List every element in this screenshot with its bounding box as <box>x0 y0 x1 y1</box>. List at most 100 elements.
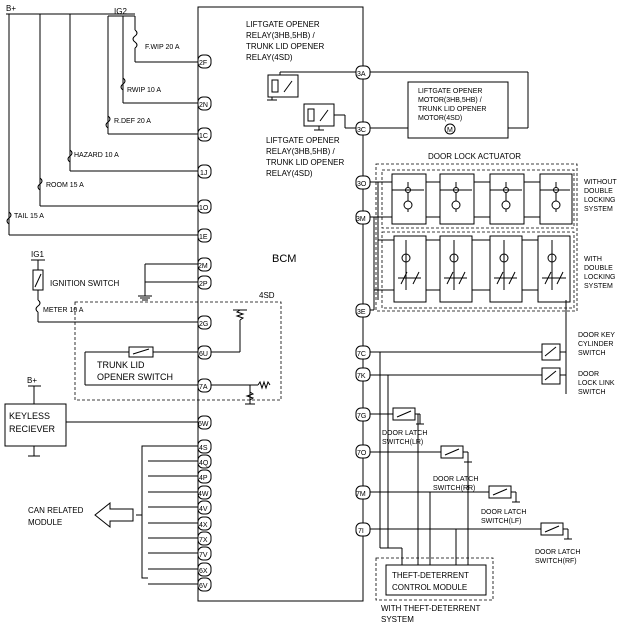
relay-section: LIFTGATE OPENER RELAY(3HB,5HB) / TRUNK L… <box>246 20 529 178</box>
bcm-box <box>197 6 364 602</box>
keyless-label-2: RECIEVER <box>9 424 56 434</box>
power-wiring: B+ IG2 F.WIP 20 A RWIP 10 A R.DEF 20 A H… <box>4 4 282 585</box>
door-key-label-3: SWITCH <box>578 350 606 357</box>
door-lock-link-label-2: LOCK LINK <box>578 380 615 387</box>
fuse-tail-label: TAIL 15 A <box>14 213 44 220</box>
terminal-4p-label: 4P <box>199 475 208 482</box>
fuse-meter <box>35 299 41 313</box>
door-lock-actuator-label: DOOR LOCK ACTUATOR <box>428 152 521 161</box>
theft-deterrent-section: THEFT-DETERRENT CONTROL MODULE WITH THEF… <box>375 557 494 624</box>
with-double-4: SYSTEM <box>584 283 613 290</box>
can-label-1: CAN RELATED <box>28 506 84 515</box>
without-double-frame <box>381 169 575 229</box>
actuator-outer-frame <box>375 163 578 312</box>
without-double-4: SYSTEM <box>584 206 613 213</box>
fuse-rwip <box>120 77 126 91</box>
bplus-label: B+ <box>6 4 16 13</box>
door-lock-link-label-1: DOOR <box>578 371 599 378</box>
terminal-1o-label: 1O <box>199 205 209 212</box>
with-theft-label-2: SYSTEM <box>381 615 414 624</box>
relay-bottom-label-1: LIFTGATE OPENER <box>266 136 340 145</box>
with-double-3: LOCKING <box>584 274 616 281</box>
terminal-3m-label: 3M <box>356 216 366 223</box>
motor-label-4: MOTOR(4SD) <box>418 115 462 122</box>
theft-module-label-2: CONTROL MODULE <box>392 583 467 592</box>
terminal-2m-label: 2M <box>198 263 208 270</box>
with-double-frame <box>381 231 575 309</box>
with-double-1: WITH <box>584 256 602 263</box>
motor-label-2: MOTOR(3HB,5HB) / <box>418 97 482 104</box>
actuator-unit-4 <box>537 173 573 303</box>
latch-rr-label-1: DOOR LATCH <box>433 476 478 483</box>
actuator-3-motor-top <box>501 200 511 210</box>
relay-bottom-label-4: RELAY(4SD) <box>266 169 313 178</box>
actuator-unit-2 <box>439 173 475 303</box>
with-double-2: DOUBLE <box>584 265 613 272</box>
terminal-4x-label: 4X <box>199 522 208 529</box>
latch-rf-label-1: DOOR LATCH <box>535 549 580 556</box>
without-double-1: WITHOUT <box>584 179 617 186</box>
terminal-7v-label: 7V <box>199 552 208 559</box>
ig1-label: IG1 <box>31 250 44 259</box>
terminal-7m-label: 7M <box>356 491 366 498</box>
fuse-room <box>37 177 43 191</box>
fuse-meter-label: METER 10 A <box>43 307 84 314</box>
terminal-2p-label: 2P <box>199 281 208 288</box>
relay-top-label-2: RELAY(3HB,5HB) / <box>246 31 316 40</box>
door-key-label-2: CYLINDER <box>578 341 613 348</box>
actuator-unit-3 <box>489 173 525 303</box>
terminal-2f-label: 2F <box>199 60 207 67</box>
relay-bottom-label-3: TRUNK LID OPENER <box>266 158 344 167</box>
terminal-6u-label: 6U <box>199 351 208 358</box>
terminal-7a-label: 7A <box>199 384 208 391</box>
trunk-4sd-group <box>74 301 282 401</box>
terminal-4v-label: 4V <box>199 506 208 513</box>
actuator-4-motor-top <box>551 200 561 210</box>
keyless-label-1: KEYLESS <box>9 411 50 421</box>
terminal-3o-label: 3O <box>357 181 367 188</box>
can-brace <box>136 445 148 579</box>
terminal-1c-label: 1C <box>199 133 208 140</box>
trunk-switch-label-1: TRUNK LID <box>97 360 145 370</box>
fuse-hazard-label: HAZARD 10 A <box>74 152 119 159</box>
door-lock-link-switch <box>541 367 561 385</box>
latch-lf-label-2: SWITCH(LF) <box>481 518 521 525</box>
theft-deterrent-module <box>385 564 487 596</box>
terminal-2g-label: 2G <box>199 321 208 328</box>
terminal-2n-label: 2N <box>199 102 208 109</box>
terminal-4w-label: 4W <box>198 491 209 498</box>
relay-top-label-4: RELAY(4SD) <box>246 53 293 62</box>
terminal-7g-label: 7G <box>357 413 366 420</box>
bcm-label: BCM <box>272 253 296 265</box>
relay-bottom-label-2: RELAY(3HB,5HB) / <box>266 147 336 156</box>
latch-lr-label-1: DOOR LATCH <box>382 430 427 437</box>
terminal-3a-label: 3A <box>357 71 366 78</box>
ignition-switch-label: IGNITION SWITCH <box>50 279 120 288</box>
fuse-room-label: ROOM 15 A <box>46 182 84 189</box>
keyless-receiver-box <box>4 403 67 447</box>
opener-motor-symbol <box>444 123 456 135</box>
terminal-3c-label: 3C <box>357 127 366 134</box>
relay-top-label-3: TRUNK LID OPENER <box>246 42 324 51</box>
terminal-1j-label: 1J <box>200 170 207 177</box>
latch-rf-label-2: SWITCH(RF) <box>535 558 577 565</box>
fuse-tail <box>6 211 12 225</box>
fuse-rdef <box>105 115 111 129</box>
fuse-rwip-label: RWIP 10 A <box>127 87 161 94</box>
ground-2p <box>138 295 152 301</box>
door-key-cylinder-switch <box>541 343 561 361</box>
door-switch-section: DOOR KEY CYLINDER SWITCH DOOR LOCK LINK … <box>370 300 615 565</box>
opener-motor-box <box>407 81 509 139</box>
can-label-2: MODULE <box>28 518 62 527</box>
four-sd-label: 4SD <box>259 291 275 300</box>
motor-label-1: LIFTGATE OPENER <box>418 88 482 95</box>
terminal-6v-label: 6V <box>199 583 208 590</box>
theft-deterrent-frame <box>375 557 494 601</box>
theft-module-label-1: THEFT-DETERRENT <box>392 571 469 580</box>
terminal-4s-label: 4S <box>199 445 208 452</box>
door-lock-link-label-3: SWITCH <box>578 389 606 396</box>
fuse-fwip-label: F.WIP 20 A <box>145 44 180 51</box>
keyless-bplus-label: B+ <box>27 376 37 385</box>
bcm-right-terminals: 3A 3C 3O 3M 3E 7C 7K 7G 7O 7M 7I <box>355 65 371 537</box>
door-lock-actuator-section: DOOR LOCK ACTUATOR WITHOUT DOUBLE LOCKIN… <box>370 152 617 312</box>
